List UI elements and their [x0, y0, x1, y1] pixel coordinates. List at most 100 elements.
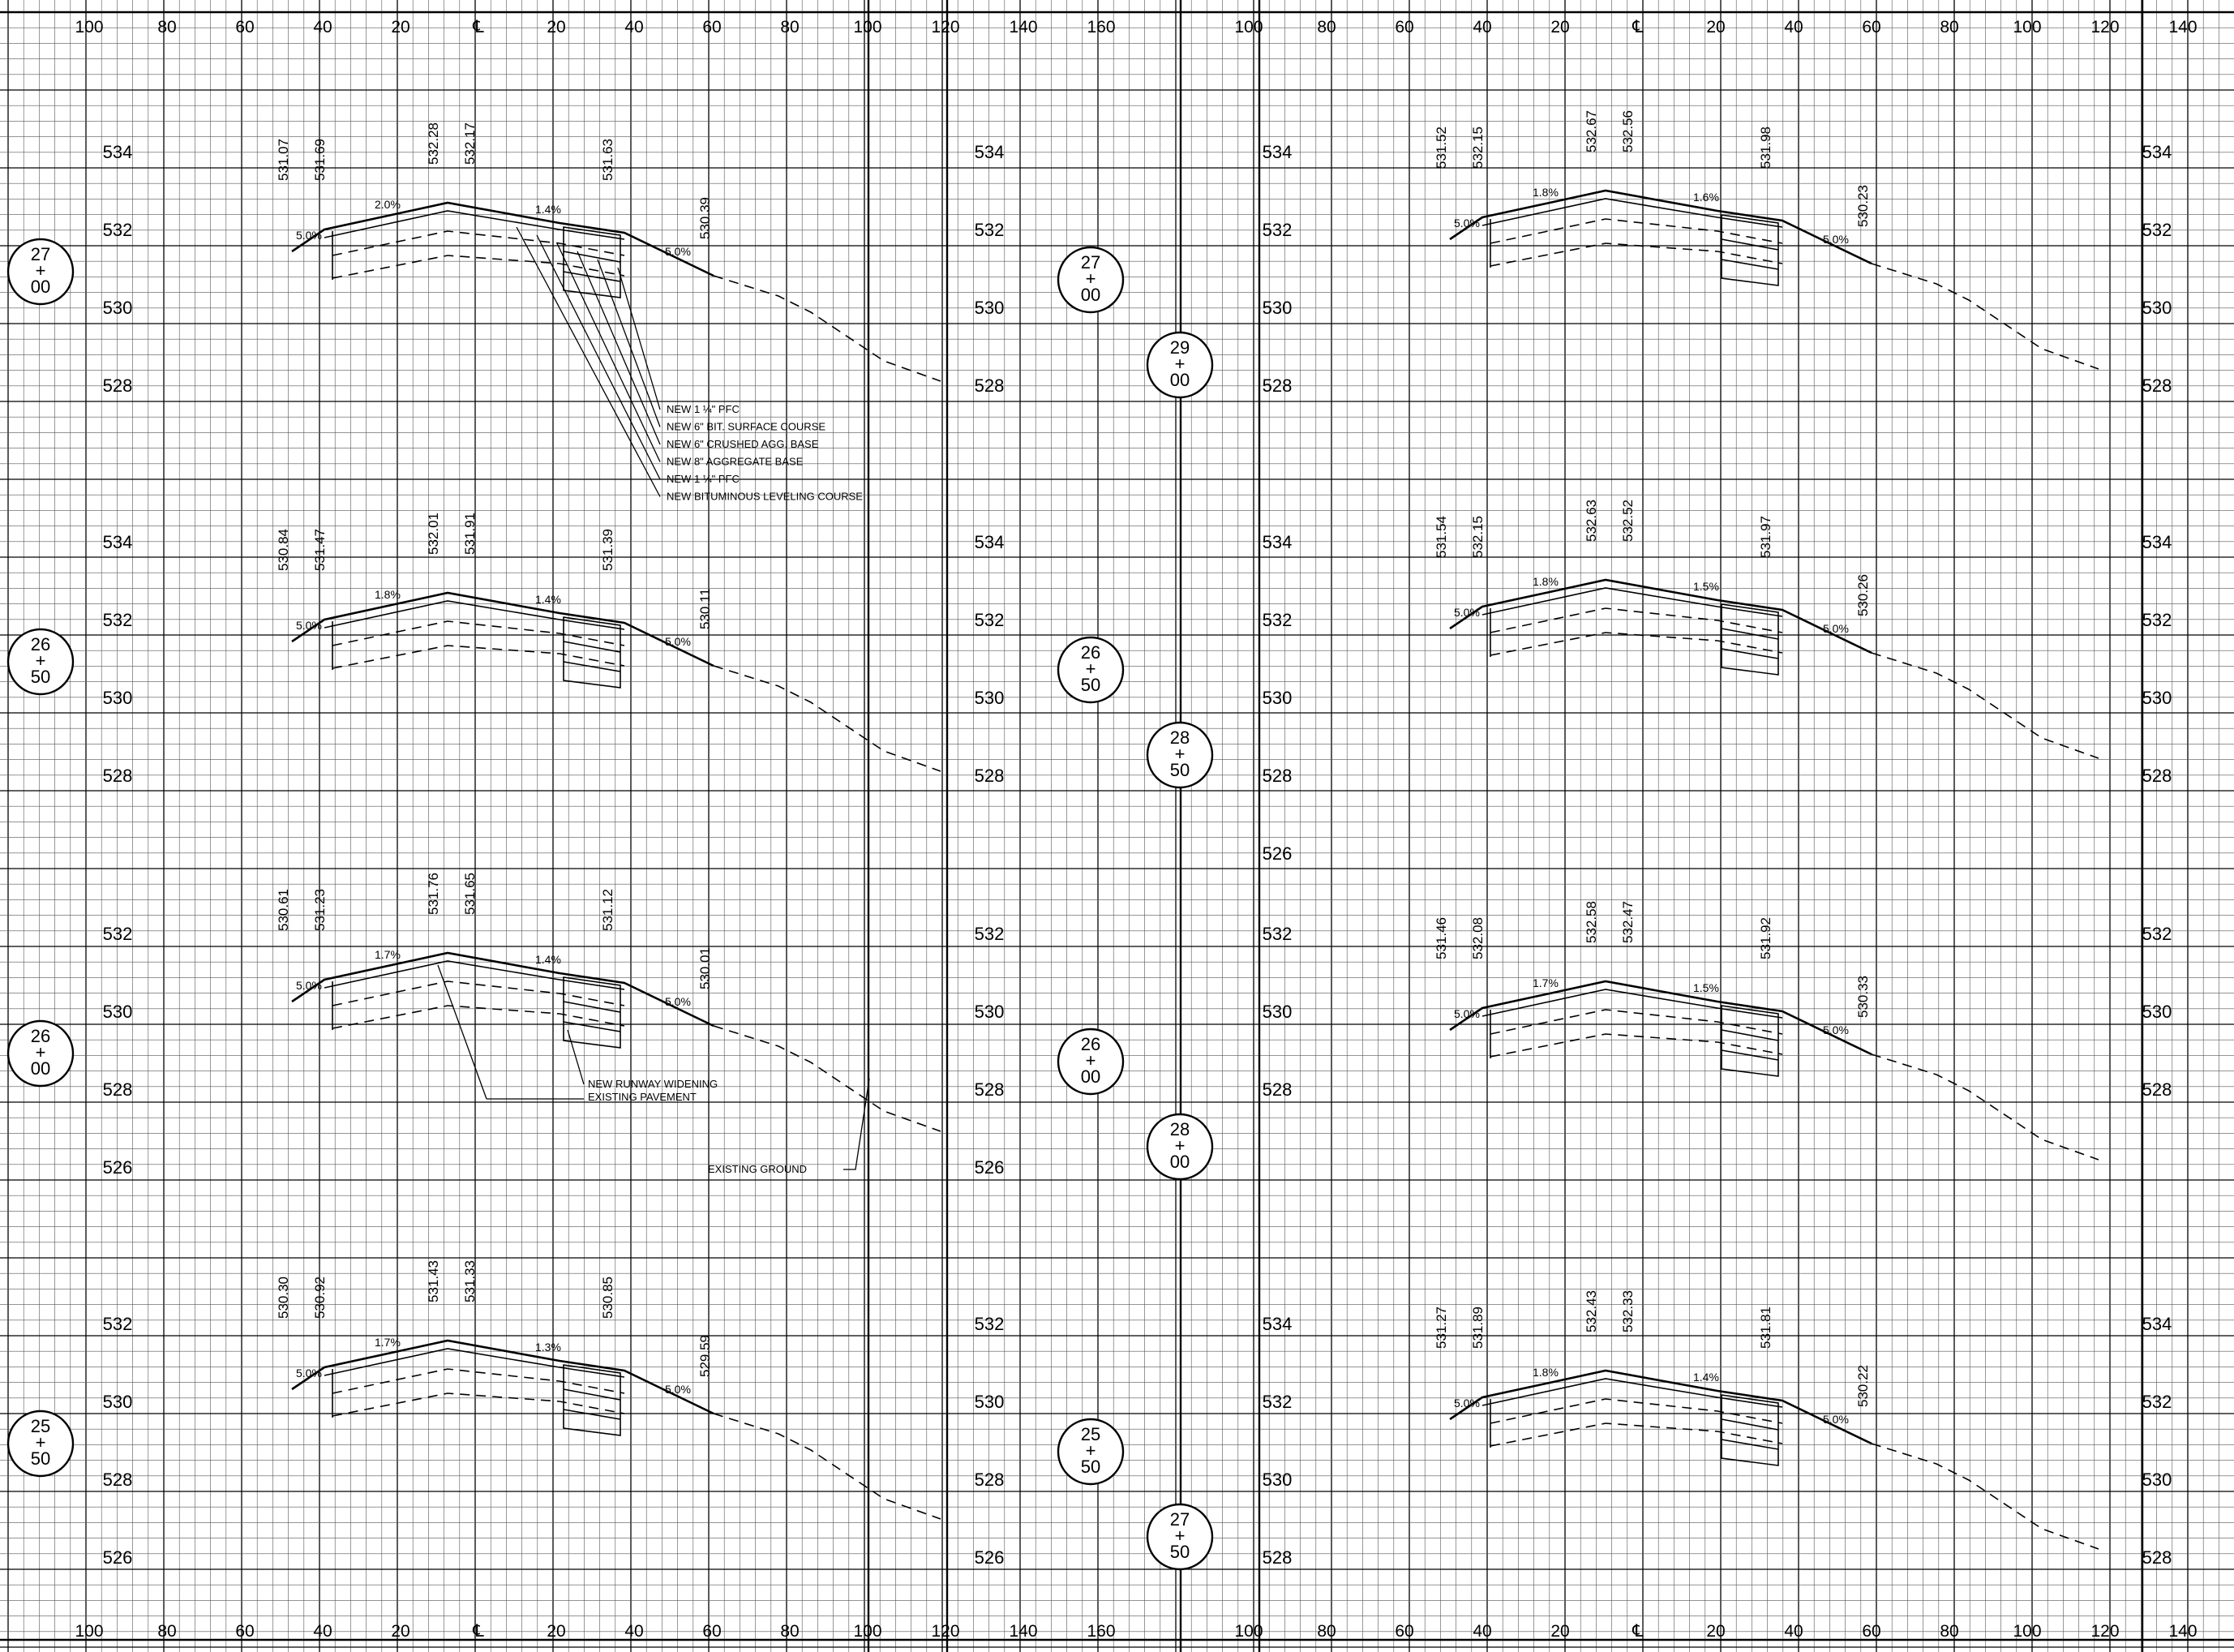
grade-label: 5.0%: [1823, 1023, 1849, 1036]
pavement-layer-line: [324, 960, 625, 990]
elevation-label: 532: [1263, 924, 1293, 944]
station-text: +: [36, 650, 46, 671]
station-text: +: [1086, 1050, 1096, 1071]
elevation-label: 532: [103, 924, 133, 944]
existing-base-line: [1490, 632, 1783, 656]
widening-callout: EXISTING PAVEMENT: [588, 1091, 697, 1103]
elevation-label: 532: [2142, 1392, 2172, 1412]
existing-ground-line: [1871, 652, 2099, 759]
elevation-label: 526: [975, 1547, 1005, 1568]
existing-pavement-line: [1490, 1398, 1783, 1424]
station-text: 26: [31, 1026, 50, 1046]
spot-elevation: 531.07: [276, 139, 291, 181]
offset-label: 80: [1317, 18, 1336, 36]
widening-layer-line: [563, 1001, 621, 1013]
grade-label: 5.0%: [296, 619, 322, 632]
station-markers: 27+0026+5026+0025+5029+0028+5028+0027+50…: [6, 238, 1214, 1571]
offset-label: 100: [75, 18, 103, 36]
spot-elevation: 530.33: [1855, 976, 1871, 1018]
runway-widening-box: [1721, 603, 1779, 676]
existing-base-line: [332, 1005, 625, 1029]
spot-elevation: 530.61: [276, 889, 291, 931]
station-circle: [6, 1410, 75, 1478]
existing-pavement-line: [1490, 218, 1783, 244]
finished-grade-line: [1449, 1369, 1872, 1445]
pavement-layer-callout: NEW BITUMINOUS LEVELING COURSE: [667, 491, 863, 503]
spot-elevation: 530.26: [1855, 574, 1871, 616]
elevation-label: 528: [103, 1470, 133, 1490]
offset-label: 20: [1550, 1622, 1569, 1641]
elevation-label: 526: [103, 1157, 133, 1178]
offset-label: 140: [2168, 18, 2197, 36]
elevation-label: 534: [103, 142, 133, 162]
station-text: 26: [31, 634, 50, 654]
runway-widening-box: [563, 616, 621, 689]
callout-leader-line: [597, 259, 661, 427]
elevation-label: 528: [2142, 766, 2172, 786]
elevation-labels: 5345325305285345325305285345325305285345…: [103, 142, 2172, 1568]
pavement-layer-callout: NEW 1 ¼" PFC: [667, 473, 740, 485]
elevation-label: 534: [2142, 532, 2172, 552]
station-circle: [1057, 1028, 1125, 1096]
offset-label: 60: [1862, 18, 1880, 36]
grade-label: 1.5%: [1693, 580, 1719, 593]
existing-ground-line: [1871, 1053, 2099, 1161]
widening-layer-line: [563, 251, 621, 263]
elevation-label: 528: [1263, 766, 1293, 786]
grade-label: 5.0%: [1454, 1397, 1480, 1410]
elevation-label: 532: [975, 1314, 1005, 1334]
spot-elevation: 530.84: [276, 529, 291, 571]
grade-label: 1.4%: [1693, 1371, 1719, 1384]
spot-elevation: 532.33: [1620, 1290, 1636, 1332]
offset-label: 40: [624, 18, 643, 36]
elevation-label: 530: [975, 1392, 1005, 1412]
elevation-label: 530: [975, 1002, 1005, 1022]
offset-label: 40: [624, 1622, 643, 1641]
station-circle: [6, 628, 75, 696]
offset-label: 40: [1473, 18, 1491, 36]
elevation-label: 534: [2142, 1314, 2172, 1334]
spot-elevation: 532.08: [1470, 917, 1486, 959]
elevation-label: 530: [103, 1002, 133, 1022]
spot-elevation: 531.91: [462, 513, 478, 555]
grade-label: 1.8%: [1533, 186, 1559, 199]
offset-label: 20: [1706, 18, 1725, 36]
widening-layer-line: [563, 1409, 621, 1420]
pavement-layer-line: [324, 600, 625, 630]
station-text: +: [1175, 354, 1186, 374]
callout-leader-line: [843, 1078, 870, 1170]
offset-label: 80: [157, 1622, 176, 1641]
existing-pavement-line: [1490, 1009, 1783, 1035]
widening-callout: NEW RUNWAY WIDENING: [588, 1078, 718, 1090]
grade-label: 1.4%: [535, 953, 561, 966]
existing-ground-line: [1871, 263, 2099, 370]
existing-ground-line: [1871, 1443, 2099, 1550]
pavement-layer-callout: NEW 6" BIT. SURFACE COURSE: [667, 421, 825, 433]
offset-label: 120: [931, 1622, 959, 1641]
spot-elevation: 532.43: [1584, 1290, 1599, 1332]
station-text: 28: [1170, 1119, 1190, 1139]
offset-label: ℄: [472, 18, 484, 36]
spot-elevation: 532.28: [426, 122, 441, 165]
offset-label: 20: [1550, 18, 1569, 36]
finished-grade-line: [1449, 980, 1872, 1056]
offset-label: 140: [1009, 1622, 1037, 1641]
spot-elevation: 531.12: [600, 889, 615, 931]
grade-label: 1.7%: [375, 948, 401, 961]
spot-elevation: 531.43: [426, 1260, 441, 1302]
offset-label: 140: [2168, 1622, 2197, 1641]
offset-label: 60: [235, 1622, 254, 1641]
offset-label: 100: [2013, 18, 2041, 36]
spot-elevation: 532.52: [1620, 500, 1636, 542]
pavement-layer-line: [1481, 1378, 1783, 1408]
spot-elevation: 532.67: [1584, 110, 1599, 152]
elevation-label: 530: [2142, 688, 2172, 708]
grade-label: 2.0%: [375, 198, 401, 211]
existing-base-line: [332, 645, 625, 669]
offset-label: 60: [1395, 18, 1413, 36]
offset-label: 120: [2090, 18, 2119, 36]
offset-label: ℄: [472, 1622, 484, 1641]
spot-elevation: 531.92: [1758, 917, 1773, 959]
